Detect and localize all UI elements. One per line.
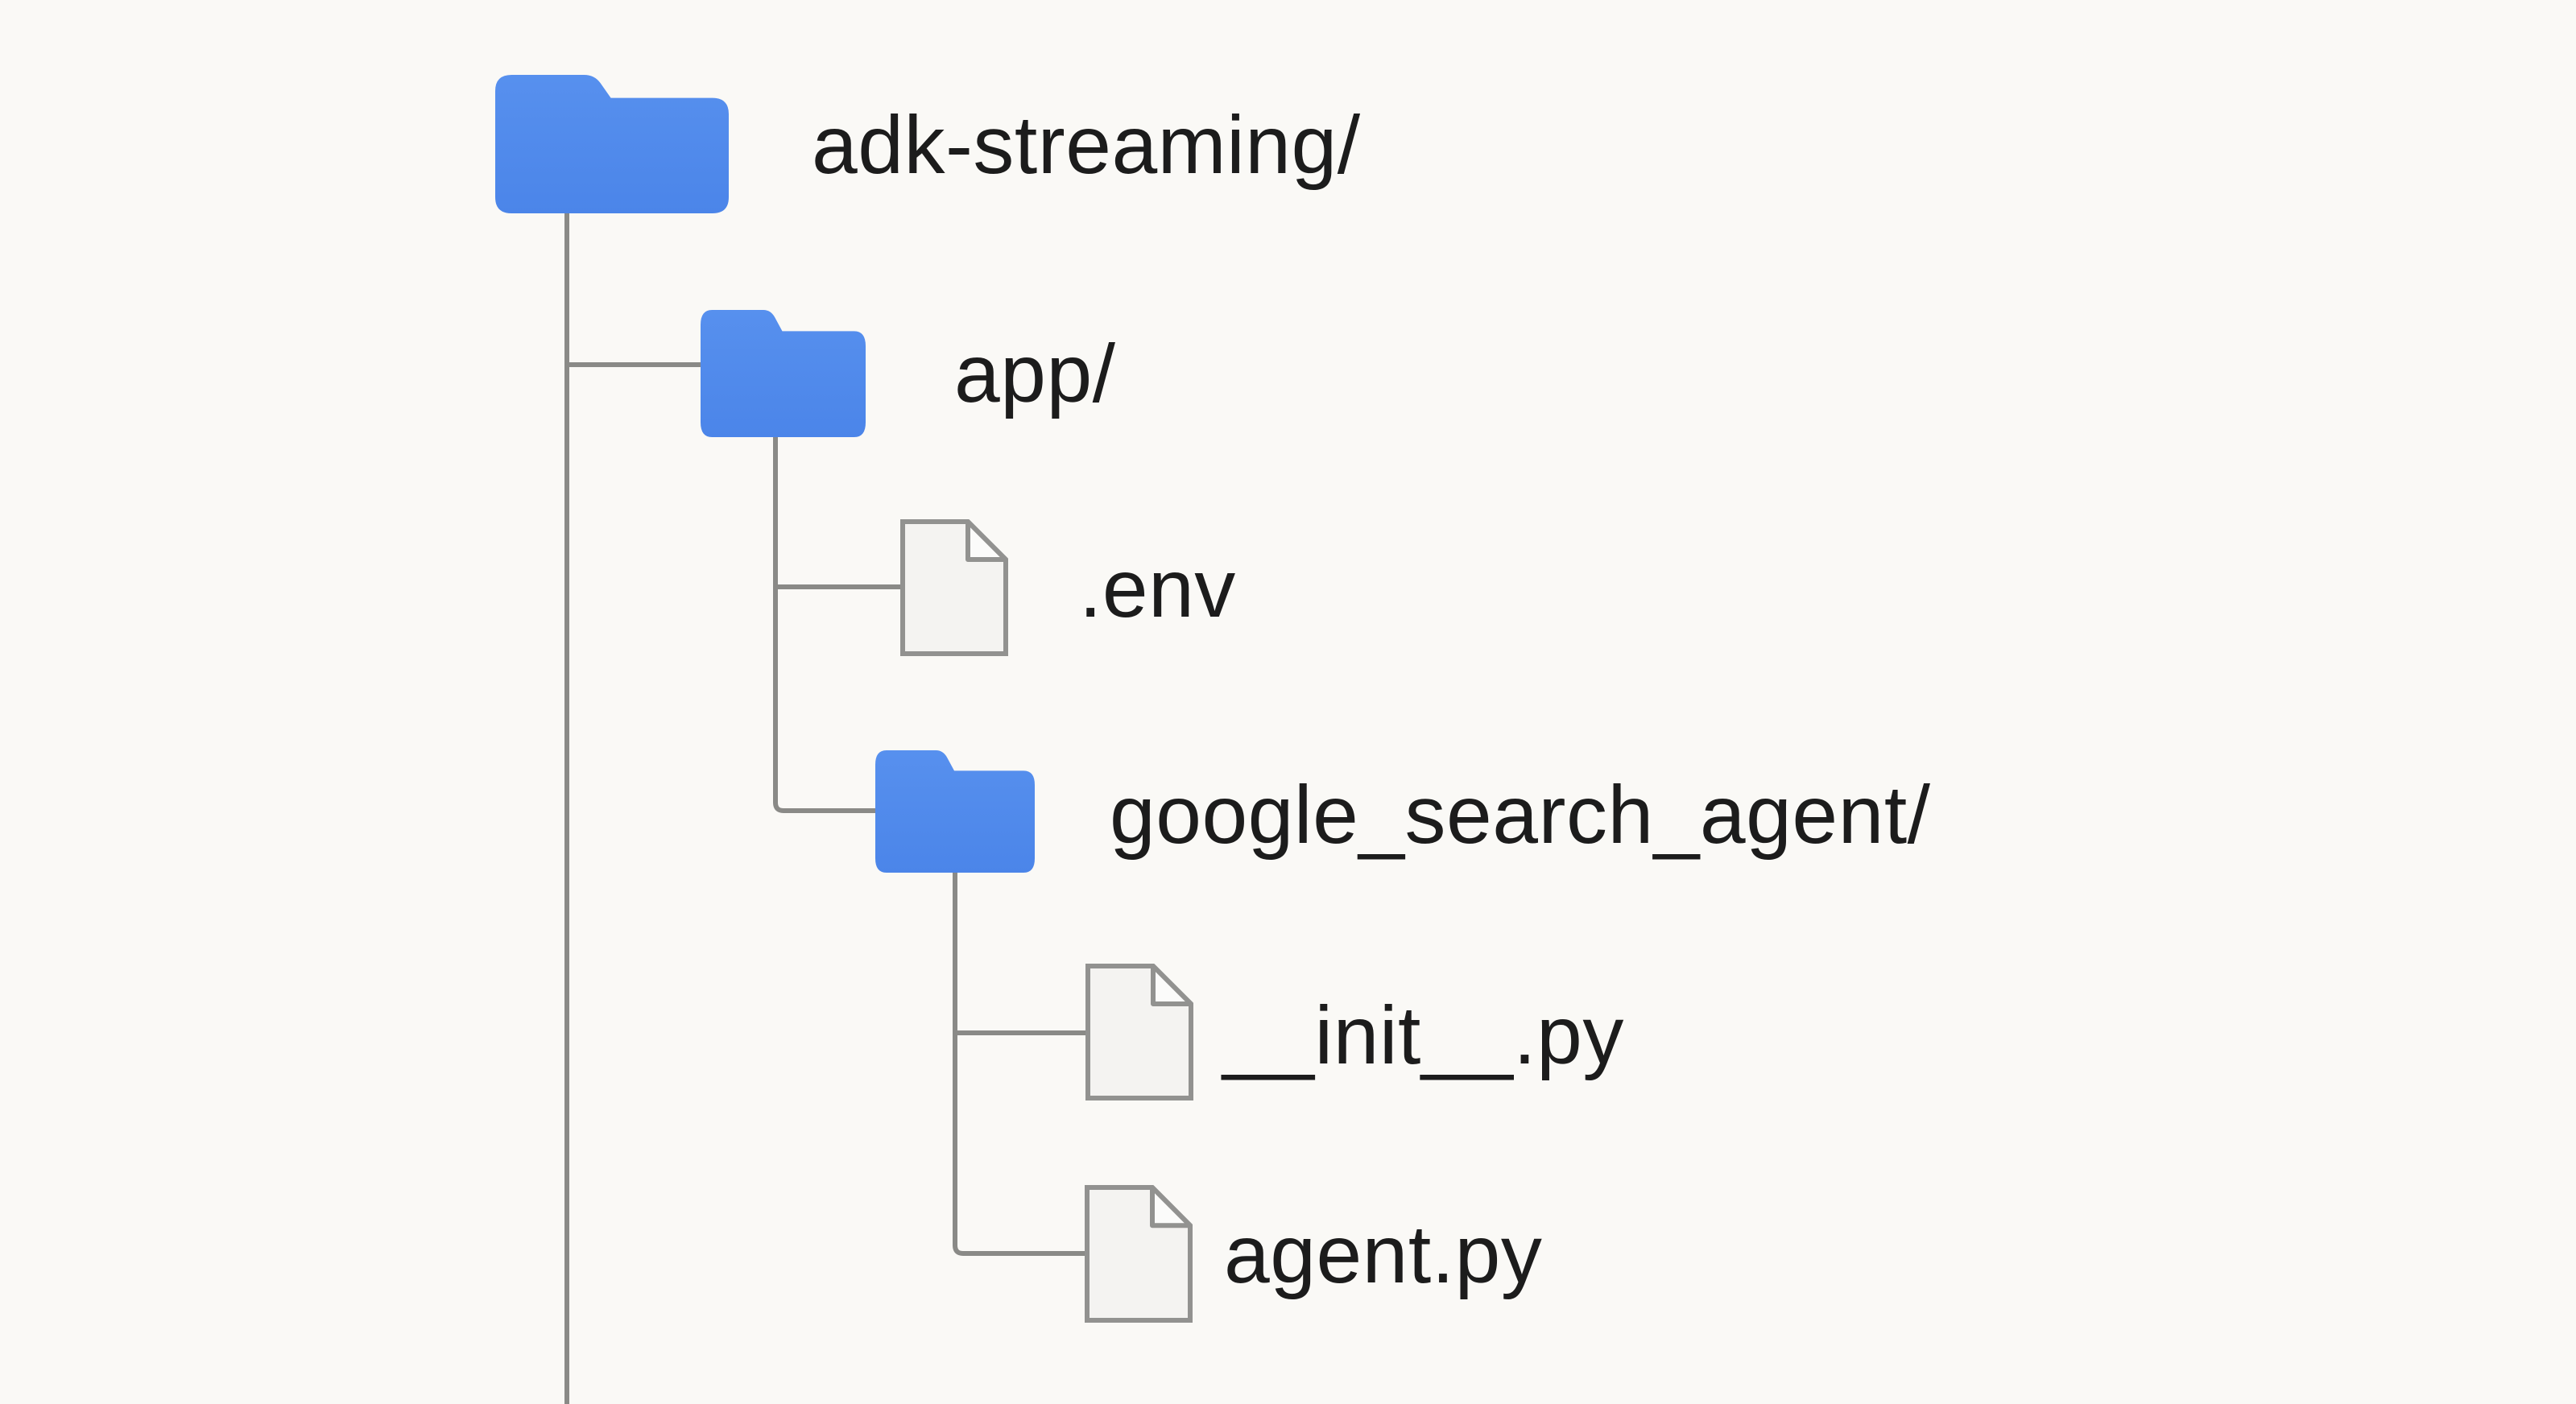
- env-file-label: .env: [1079, 543, 1236, 634]
- root-folder-icon: [495, 75, 729, 213]
- connector-app-vertical: [773, 437, 875, 813]
- root-folder-label: adk-streaming/: [812, 99, 1361, 191]
- app-folder-label: app/: [954, 328, 1116, 419]
- agent-file-icon: [1085, 1185, 1193, 1323]
- agent-file-label: agent.py: [1224, 1208, 1543, 1300]
- google-search-agent-folder-icon: [875, 750, 1035, 873]
- google-search-agent-folder-label: google_search_agent/: [1110, 769, 1931, 861]
- env-file-icon: [900, 519, 1008, 656]
- init-file-label: __init__.py: [1222, 989, 1624, 1081]
- app-folder-icon: [701, 310, 866, 437]
- init-file-icon: [1085, 964, 1193, 1100]
- connector-google-vertical: [953, 873, 1085, 1256]
